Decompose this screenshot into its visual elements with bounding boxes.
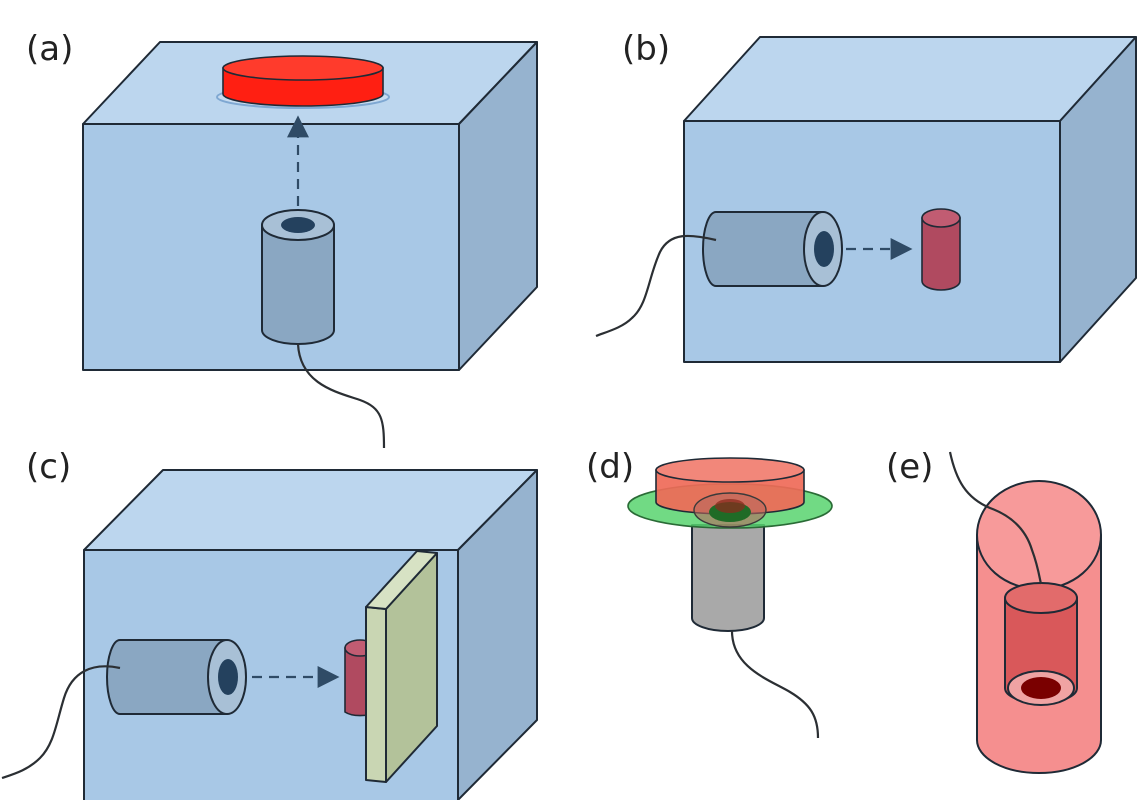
panel-e: (e) xyxy=(886,447,1102,774)
panel-d: (d) xyxy=(586,447,833,739)
panel-a: (a) xyxy=(26,29,538,449)
panel-c-cable xyxy=(1,665,121,780)
panel-b-box xyxy=(683,36,1137,363)
panel-b-box-top xyxy=(683,36,1137,122)
panel-c-plate xyxy=(365,550,438,783)
panel-b-label: (b) xyxy=(622,29,670,69)
panel-e-label: (e) xyxy=(886,447,933,487)
panel-e-inner-probe xyxy=(1004,582,1078,706)
panel-c-label: (c) xyxy=(26,447,71,487)
panel-a-label: (a) xyxy=(26,29,73,69)
panel-b: (b) xyxy=(595,29,1137,363)
panel-d-label: (d) xyxy=(586,447,634,487)
panel-c-box xyxy=(83,469,538,800)
panel-d-cable xyxy=(730,630,820,739)
panel-b-cable xyxy=(595,234,717,338)
panel-b-probe xyxy=(702,211,843,287)
panel-a-probe xyxy=(261,209,335,345)
panel-d-probe-top xyxy=(693,492,767,528)
panel-e-cable xyxy=(948,451,1043,585)
panel-a-cable xyxy=(296,343,386,449)
panel-b-target xyxy=(921,208,961,291)
panel-a-target-disc xyxy=(216,55,390,109)
panel-a-box xyxy=(82,41,538,371)
panel-c-probe xyxy=(106,639,247,715)
panel-c: (c) xyxy=(1,447,538,800)
panel-d-grey-probe xyxy=(691,524,765,632)
